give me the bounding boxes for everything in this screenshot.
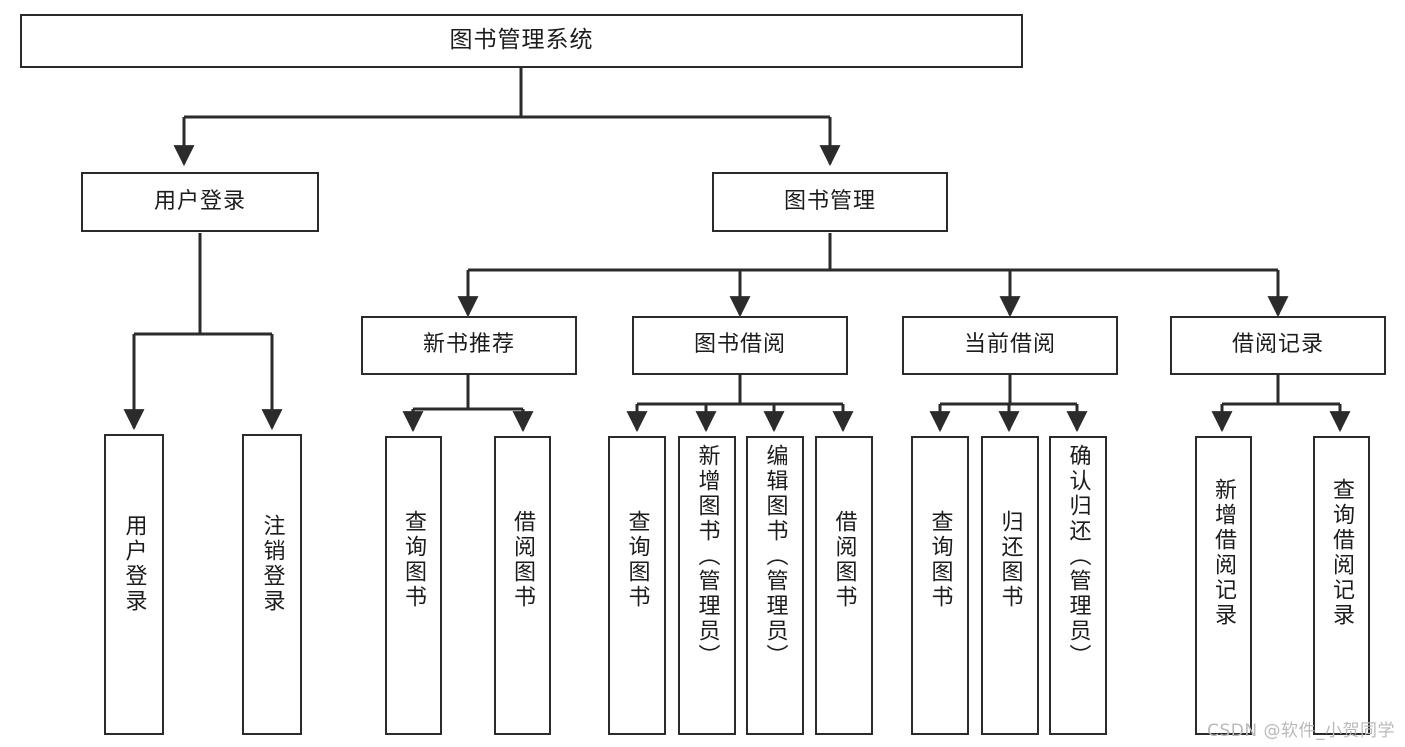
leaf-borrow-book-recommend[interactable]: 借阅图书 [494, 436, 551, 735]
leaf-logout[interactable]: 注销登录 [242, 434, 302, 735]
node-label: 图书借阅 [693, 332, 786, 358]
node-book-management[interactable]: 图书管理 [712, 172, 948, 232]
leaf-query-book-borrow[interactable]: 查询图书 [608, 436, 666, 735]
node-label: 新增借阅记录 [1211, 478, 1237, 628]
leaf-query-book-current[interactable]: 查询图书 [911, 436, 969, 735]
node-label: 查询图书 [927, 510, 953, 610]
node-label: 查询图书 [624, 510, 650, 610]
node-label: 查询图书 [401, 510, 427, 610]
node-current-borrow[interactable]: 当前借阅 [902, 316, 1118, 375]
node-label: 归还图书 [997, 510, 1023, 610]
node-label: 借阅图书 [831, 510, 857, 610]
node-label: 借阅图书 [510, 510, 536, 610]
node-label: 注销登录 [259, 514, 285, 614]
node-book-management-system[interactable]: 图书管理系统 [20, 14, 1023, 68]
node-label: 用户登录 [153, 188, 246, 214]
node-label: 用户登录 [121, 514, 147, 614]
node-label: 查询借阅记录 [1329, 478, 1355, 628]
node-label: 新书推荐 [422, 332, 515, 358]
node-label: 图书管理 [783, 188, 876, 214]
node-user-login[interactable]: 用户登录 [81, 172, 319, 232]
node-borrow-record[interactable]: 借阅记录 [1170, 316, 1386, 375]
leaf-query-book-recommend[interactable]: 查询图书 [385, 436, 442, 735]
leaf-add-borrow-record[interactable]: 新增借阅记录 [1195, 436, 1252, 735]
node-label: 确认归还（管理员） [1065, 444, 1091, 669]
leaf-add-book-admin[interactable]: 新增图书（管理员） [678, 436, 736, 735]
node-label: 编辑图书（管理员） [762, 444, 788, 669]
leaf-edit-book-admin[interactable]: 编辑图书（管理员） [746, 436, 804, 735]
leaf-confirm-return-admin[interactable]: 确认归还（管理员） [1049, 436, 1107, 735]
leaf-borrow-book[interactable]: 借阅图书 [815, 436, 873, 735]
leaf-return-book[interactable]: 归还图书 [981, 436, 1039, 735]
node-label: 图书管理系统 [449, 27, 594, 54]
node-label: 当前借阅 [963, 332, 1056, 358]
leaf-query-borrow-record[interactable]: 查询借阅记录 [1313, 436, 1370, 735]
leaf-user-login[interactable]: 用户登录 [104, 434, 164, 735]
node-book-borrow[interactable]: 图书借阅 [632, 316, 848, 375]
node-new-book-recommend[interactable]: 新书推荐 [361, 316, 577, 375]
node-label: 借阅记录 [1231, 332, 1324, 358]
node-label: 新增图书（管理员） [694, 444, 720, 669]
